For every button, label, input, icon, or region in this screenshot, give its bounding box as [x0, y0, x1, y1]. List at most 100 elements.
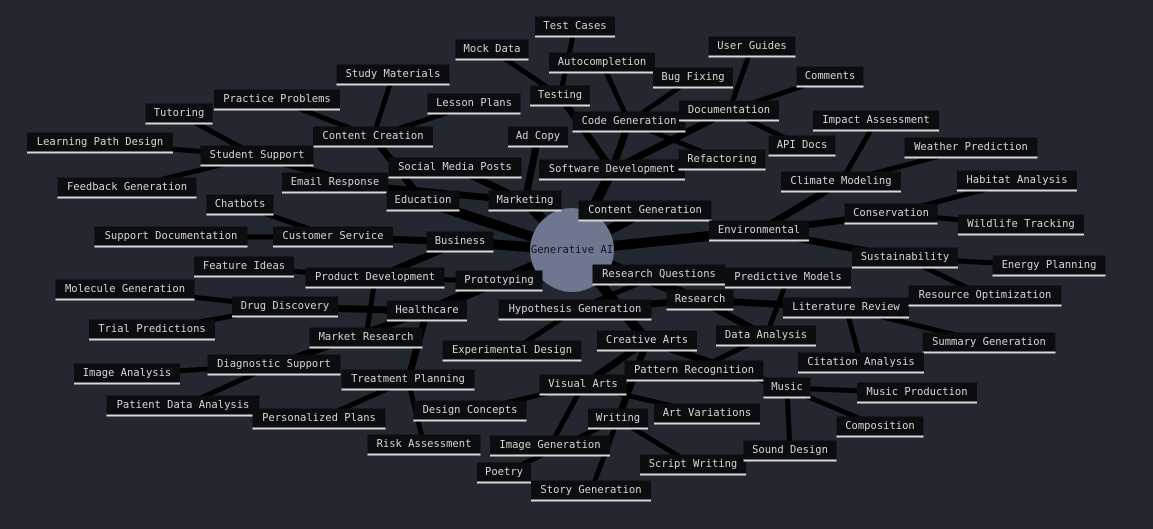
node-imagegen[interactable]: Image Generation [490, 435, 610, 457]
node-label: Email Response [291, 176, 380, 188]
node-marketresearch[interactable]: Market Research [309, 327, 423, 349]
node-designconcepts[interactable]: Design Concepts [413, 400, 527, 422]
node-label: Data Analysis [725, 329, 807, 341]
node-label: Software Development [549, 163, 675, 175]
node-customerservice[interactable]: Customer Service [273, 226, 393, 248]
node-apidocs[interactable]: API Docs [768, 135, 836, 157]
node-risk[interactable]: Risk Assessment [367, 434, 481, 456]
node-diagnostic[interactable]: Diagnostic Support [207, 354, 341, 376]
node-box [498, 299, 652, 321]
node-climate[interactable]: Climate Modeling [781, 171, 901, 193]
node-music[interactable]: Music [763, 377, 811, 399]
node-hypothesis[interactable]: Hypothesis Generation [498, 299, 652, 321]
node-box [852, 247, 958, 269]
node-userguides[interactable]: User Guides [708, 36, 796, 58]
node-feedback[interactable]: Feedback Generation [57, 177, 197, 199]
node-adcopy[interactable]: Ad Copy [508, 126, 568, 148]
node-studentsupport[interactable]: Student Support [200, 145, 314, 167]
node-creative[interactable]: Creative Arts [597, 330, 697, 352]
node-citation[interactable]: Citation Analysis [798, 352, 924, 374]
node-environmental[interactable]: Environmental [709, 220, 809, 242]
node-codegen[interactable]: Code Generation [572, 111, 686, 133]
node-poetry[interactable]: Poetry [477, 462, 531, 484]
node-software[interactable]: Software Development [539, 159, 685, 181]
node-habitat[interactable]: Habitat Analysis [957, 170, 1077, 192]
node-refactor[interactable]: Refactoring [678, 149, 766, 171]
node-documentation[interactable]: Documentation [679, 100, 779, 122]
node-drugdiscovery[interactable]: Drug Discovery [232, 296, 338, 318]
node-comments[interactable]: Comments [796, 66, 864, 88]
node-label: Comments [805, 70, 856, 82]
node-summary[interactable]: Summary Generation [922, 332, 1056, 354]
node-sounddesign[interactable]: Sound Design [743, 440, 837, 462]
node-tutoring[interactable]: Tutoring [145, 103, 213, 125]
node-box [282, 172, 388, 194]
node-box [55, 279, 195, 301]
node-resourceopt[interactable]: Resource Optimization [908, 285, 1062, 307]
node-pattern[interactable]: Pattern Recognition [624, 360, 764, 382]
node-contentcreation[interactable]: Content Creation [313, 126, 433, 148]
node-personalized[interactable]: Personalized Plans [252, 408, 386, 430]
node-box [200, 145, 314, 167]
node-label: Music Production [866, 386, 967, 398]
node-testing[interactable]: Testing [530, 85, 590, 107]
node-treatment[interactable]: Treatment Planning [341, 369, 475, 391]
node-label: Climate Modeling [790, 175, 891, 187]
node-education[interactable]: Education [386, 190, 460, 212]
node-supportdocs[interactable]: Support Documentation [94, 226, 248, 248]
node-litreview[interactable]: Literature Review [783, 297, 909, 319]
node-artvariations[interactable]: Art Variations [654, 403, 760, 425]
node-imageanalysis[interactable]: Image Analysis [74, 363, 180, 385]
node-social[interactable]: Social Media Posts [388, 157, 522, 179]
node-business[interactable]: Business [426, 231, 494, 253]
node-studymaterials[interactable]: Study Materials [336, 64, 450, 86]
node-marketing[interactable]: Marketing [488, 190, 562, 212]
node-story[interactable]: Story Generation [531, 480, 651, 502]
node-bugfix[interactable]: Bug Fixing [653, 67, 733, 89]
node-email[interactable]: Email Response [282, 172, 388, 194]
node-box [490, 435, 610, 457]
node-featureideas[interactable]: Feature Ideas [194, 256, 294, 278]
node-visualarts[interactable]: Visual Arts [539, 374, 627, 396]
node-healthcare[interactable]: Healthcare [387, 300, 467, 322]
node-predictive[interactable]: Predictive Models [725, 267, 851, 289]
node-impact[interactable]: Impact Assessment [813, 110, 939, 132]
node-researchq[interactable]: Research Questions [592, 264, 726, 286]
node-trialpred[interactable]: Trial Predictions [89, 319, 215, 341]
node-label: Content Creation [322, 130, 423, 142]
node-writing[interactable]: Writing [588, 408, 648, 430]
node-box [653, 67, 733, 89]
node-label: Prototyping [464, 274, 534, 286]
node-research[interactable]: Research [666, 289, 734, 311]
node-practice[interactable]: Practice Problems [214, 89, 340, 111]
node-composition[interactable]: Composition [836, 416, 924, 438]
node-lessonplans[interactable]: Lesson Plans [427, 93, 521, 115]
node-musicprod[interactable]: Music Production [857, 382, 977, 404]
node-testcases[interactable]: Test Cases [535, 16, 615, 38]
node-patientdata[interactable]: Patient Data Analysis [106, 395, 260, 417]
node-mockdata[interactable]: Mock Data [455, 39, 529, 61]
node-label: Energy Planning [1002, 259, 1097, 271]
node-dataanalysis[interactable]: Data Analysis [716, 325, 816, 347]
node-prototyping[interactable]: Prototyping [455, 270, 543, 292]
node-energy[interactable]: Energy Planning [992, 255, 1106, 277]
node-conservation[interactable]: Conservation [844, 203, 938, 225]
node-molecule[interactable]: Molecule Generation [55, 279, 195, 301]
node-learningpath[interactable]: Learning Path Design [27, 132, 173, 154]
node-chatbots[interactable]: Chatbots [206, 194, 274, 216]
node-label: Lesson Plans [436, 97, 512, 109]
node-label: Study Materials [346, 68, 441, 80]
node-wildlife[interactable]: Wildlife Tracking [958, 214, 1084, 236]
node-label: Customer Service [282, 230, 383, 242]
node-sustainability[interactable]: Sustainability [852, 247, 958, 269]
node-script[interactable]: Script Writing [640, 454, 746, 476]
node-autocomplete[interactable]: Autocompletion [549, 52, 655, 74]
node-weather[interactable]: Weather Prediction [904, 137, 1038, 159]
node-content[interactable]: Content Generation [578, 200, 712, 222]
node-label: Treatment Planning [351, 373, 465, 385]
node-label: Conservation [853, 207, 929, 219]
node-experimental[interactable]: Experimental Design [442, 340, 582, 362]
node-box [958, 214, 1084, 236]
node-label: Tutoring [154, 107, 205, 119]
node-productdev[interactable]: Product Development [305, 267, 445, 289]
